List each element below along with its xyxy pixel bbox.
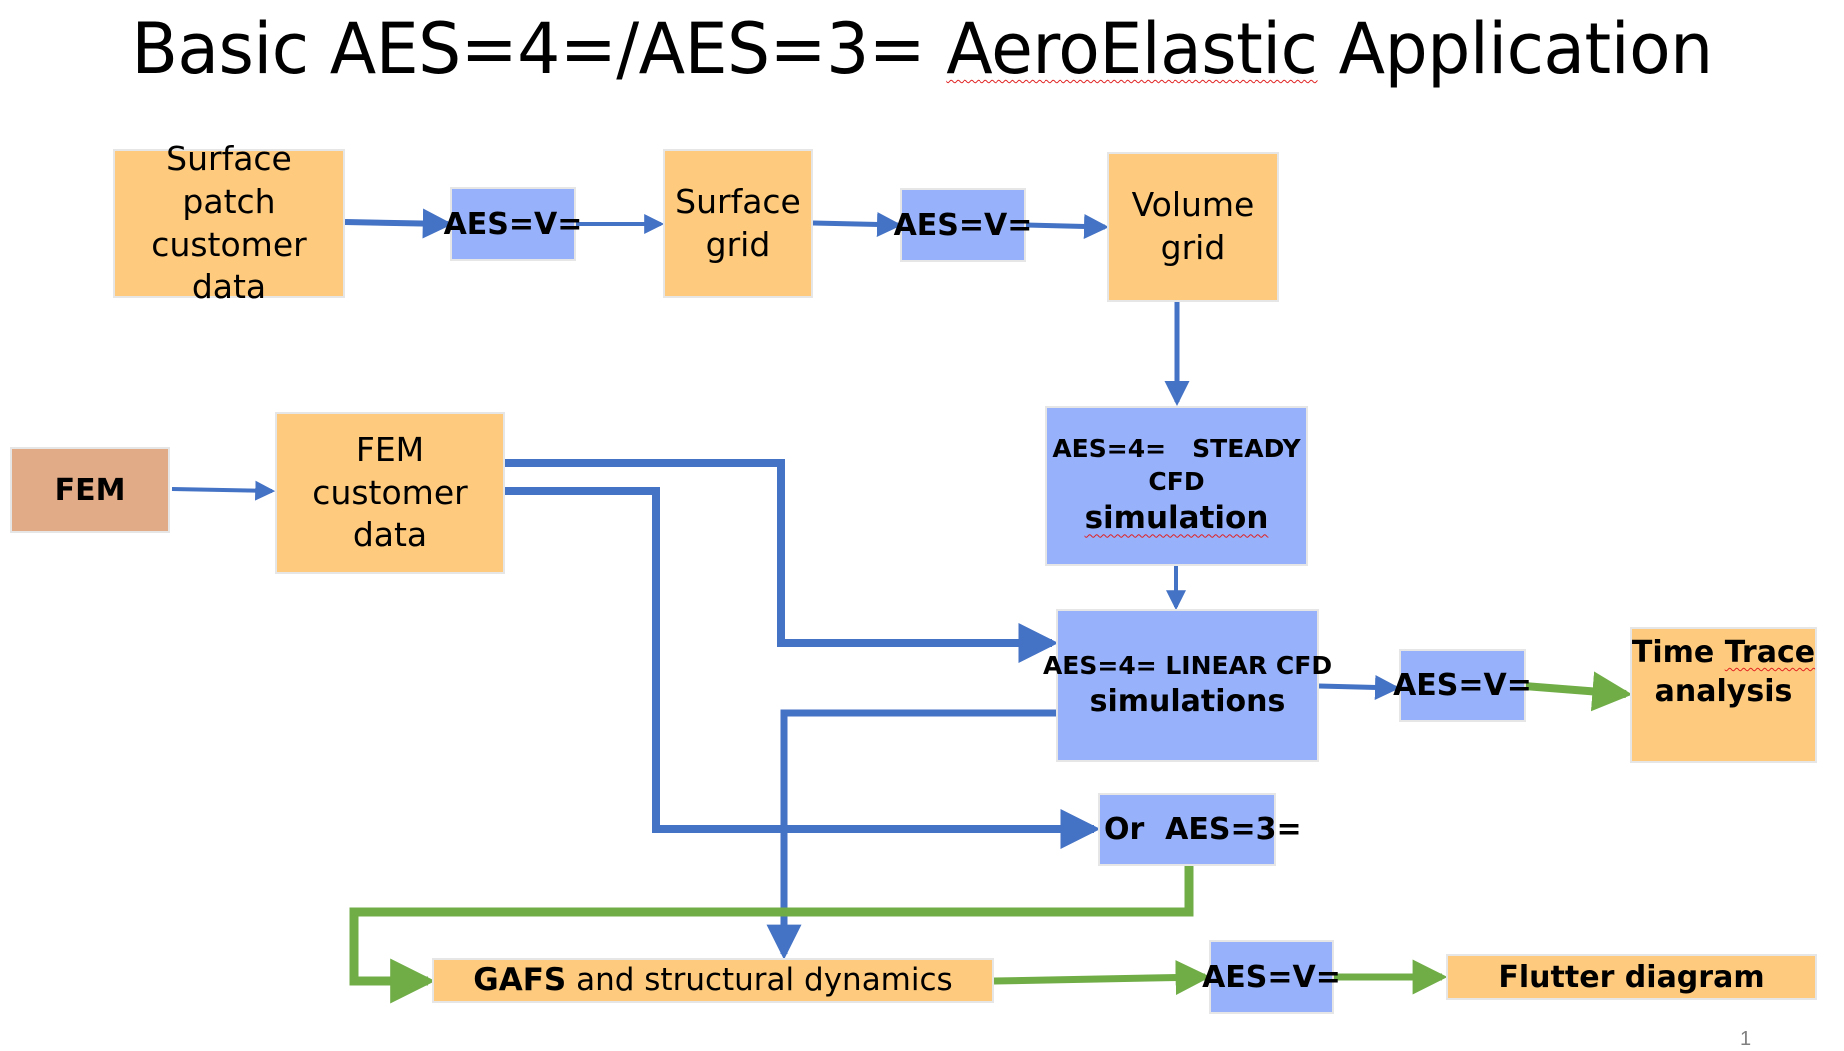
node-text: FEM customer (312, 429, 468, 512)
node-text: Surface patch (166, 138, 292, 221)
node-text: GAFS (473, 962, 567, 999)
node-text: CFD (1148, 466, 1205, 496)
node-text: AES=V= (443, 206, 583, 242)
arrow-aes-v-3-to-time-trace (1523, 671, 1633, 712)
node-text: grid (1160, 228, 1226, 267)
arrow-fem-to-fem-customer (171, 480, 276, 501)
node-text: FEM (54, 472, 126, 508)
node-text: simulations (1089, 684, 1286, 720)
node-text: customer data (151, 224, 307, 307)
steady-cfd-simulation-box[interactable]: AES=4= STEADY CFD simulation (1045, 406, 1308, 566)
node-text: data (352, 515, 428, 555)
node-text: and structural dynamics (566, 962, 953, 999)
gafs-structural-dynamics-box[interactable]: GAFS and structural dynamics (432, 958, 994, 1003)
node-text: simulation (1084, 500, 1269, 537)
node-text: Or AES=3= (1104, 812, 1302, 847)
or-aes3-box[interactable]: Or AES=3= (1098, 793, 1302, 866)
title-suffix: Application (1317, 8, 1714, 90)
node-text: analysis (1654, 674, 1793, 709)
node-text: Trace (1724, 635, 1816, 670)
node-text: grid (705, 224, 771, 264)
node-text: AES=4= STEADY (1052, 434, 1301, 464)
aes-v-box-4[interactable]: AES=V= (1202, 940, 1341, 1014)
node-text: AES=4= LINEAR CFD (1042, 650, 1333, 680)
time-trace-analysis-box[interactable]: Time Trace analysis (1630, 627, 1817, 763)
page-number: 1 (1740, 1028, 1752, 1050)
node-text: AES=V= (1202, 959, 1341, 995)
arrow-aes-v-2-to-volume-grid (1025, 213, 1109, 239)
node-text: Time (1631, 635, 1725, 670)
fem-box[interactable]: FEM (10, 447, 170, 533)
arrow-gafs-to-aes-v-4 (993, 960, 1211, 996)
slide-title: Basic AES=4=/AES=3= AeroElastic Applicat… (28, 8, 1817, 90)
arrow-surface-patch-to-aes-v-1 (344, 208, 453, 239)
node-text: Surface (675, 181, 801, 221)
aes-v-box-1[interactable]: AES=V= (444, 187, 582, 261)
title-underlined-word: AeroElastic (946, 8, 1318, 90)
node-text: Flutter diagram (1498, 959, 1765, 995)
arrow-linear-cfd-to-aes-v-3 (1318, 674, 1400, 700)
arrow-surface-grid-to-aes-v-2 (812, 212, 902, 238)
flutter-diagram-box[interactable]: Flutter diagram (1446, 954, 1817, 1000)
arrow-or-aes3-to-gafs (349, 866, 1194, 1004)
aes-v-box-2[interactable]: AES=V= (894, 188, 1032, 262)
title-prefix: Basic AES=4=/AES=3= (131, 8, 947, 90)
node-text: AES=V= (893, 207, 1033, 243)
aes-v-box-3[interactable]: AES=V= (1393, 649, 1532, 722)
linear-cfd-simulations-box[interactable]: AES=4= LINEAR CFD simulations (1043, 609, 1332, 762)
arrow-fem-customer-to-linear-cfd (505, 459, 1059, 663)
arrow-fem-customer-to-or-aes3 (505, 487, 1101, 849)
arrow-linear-cfd-to-gafs (766, 709, 1058, 960)
node-text: Volume (1131, 185, 1255, 225)
node-text: AES=V= (1393, 668, 1532, 703)
